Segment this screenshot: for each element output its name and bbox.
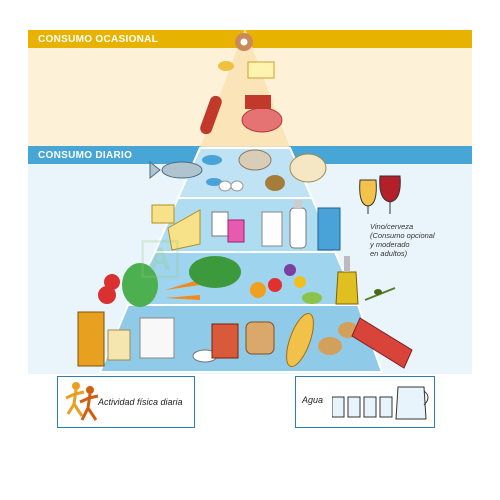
- tomatoes-icon: [98, 274, 120, 304]
- eggs-icon: [218, 180, 244, 192]
- sausage-icon: [200, 95, 222, 135]
- beer-glass-icon: [359, 179, 377, 214]
- occasional-consumption-label: CONSUMO OCASIONAL: [38, 33, 159, 45]
- olive-branch-icon: [364, 287, 396, 301]
- butter-icon: [247, 61, 275, 79]
- milk-bottle-icon: [289, 200, 307, 249]
- milk-carton-icon: [317, 207, 341, 251]
- watermark: 🄰: [140, 239, 182, 283]
- yogurt-icon: [211, 211, 245, 243]
- daily-activity-label: Actividad física diaria: [98, 397, 183, 407]
- bread-icon: [245, 312, 314, 368]
- wine-glass-icon: [379, 175, 401, 214]
- cheese-icon: [151, 204, 201, 251]
- olive-oil-icon: [335, 256, 359, 305]
- legumes-icon: [238, 149, 285, 191]
- fruits-icon: [250, 264, 306, 298]
- greens-icon: [189, 256, 241, 288]
- water-label: Agua: [302, 395, 324, 405]
- donut-icon: [235, 33, 253, 51]
- flour-bag-icon: [139, 317, 175, 359]
- tuna-can-icon: [202, 155, 222, 186]
- chicken-icon: [289, 153, 327, 183]
- wine-beer-note: Vino/cerveza (Consumo opcional y moderad…: [370, 222, 435, 258]
- rice-box-icon: [211, 323, 239, 359]
- chickpeas-jar-icon: [107, 329, 131, 361]
- spaghetti-icon: [351, 317, 413, 369]
- runners-icon: [65, 382, 99, 421]
- lettuce-icon: [122, 263, 158, 307]
- candy-icon: [218, 61, 234, 71]
- ham-icon: [241, 95, 283, 133]
- water-box: Agua: [295, 376, 435, 428]
- glass-of-milk-icon: [261, 211, 283, 247]
- cereal-box-icon: [77, 311, 105, 367]
- water-glasses-icon: [332, 386, 429, 420]
- daily-consumption-label: CONSUMO DIARIO: [38, 149, 133, 161]
- daily-activity-box: Actividad física diaria: [57, 376, 195, 428]
- peas-icon: [302, 292, 322, 304]
- fish-icon: [149, 160, 203, 180]
